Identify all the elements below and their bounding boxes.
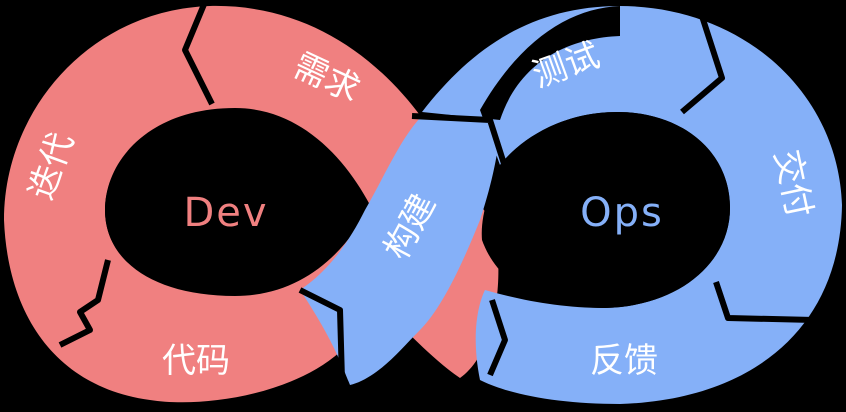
ops-loop-band: [422, 6, 842, 404]
label-code: 代码: [162, 341, 230, 381]
label-feedback: 反馈: [590, 341, 658, 381]
divider-requirements-build: [411, 113, 509, 171]
ops-center-label: Ops: [580, 190, 664, 236]
segment-dividers: [58, 0, 815, 381]
dev-loop-band: [4, 5, 499, 403]
build-bridge-band: [300, 118, 500, 385]
divider-test-deliver: [680, 9, 725, 115]
divider-deliver-feedback: [713, 281, 815, 323]
divider-build-feedback: [487, 299, 508, 377]
dev-inner-hole: [105, 110, 365, 294]
dev-center-label: Dev: [183, 190, 268, 236]
divider-iteration-code: [58, 259, 111, 348]
divider-code-build: [298, 287, 345, 381]
ops-inner-hole: [481, 112, 730, 308]
divider-iteration-requirements: [182, 0, 215, 106]
